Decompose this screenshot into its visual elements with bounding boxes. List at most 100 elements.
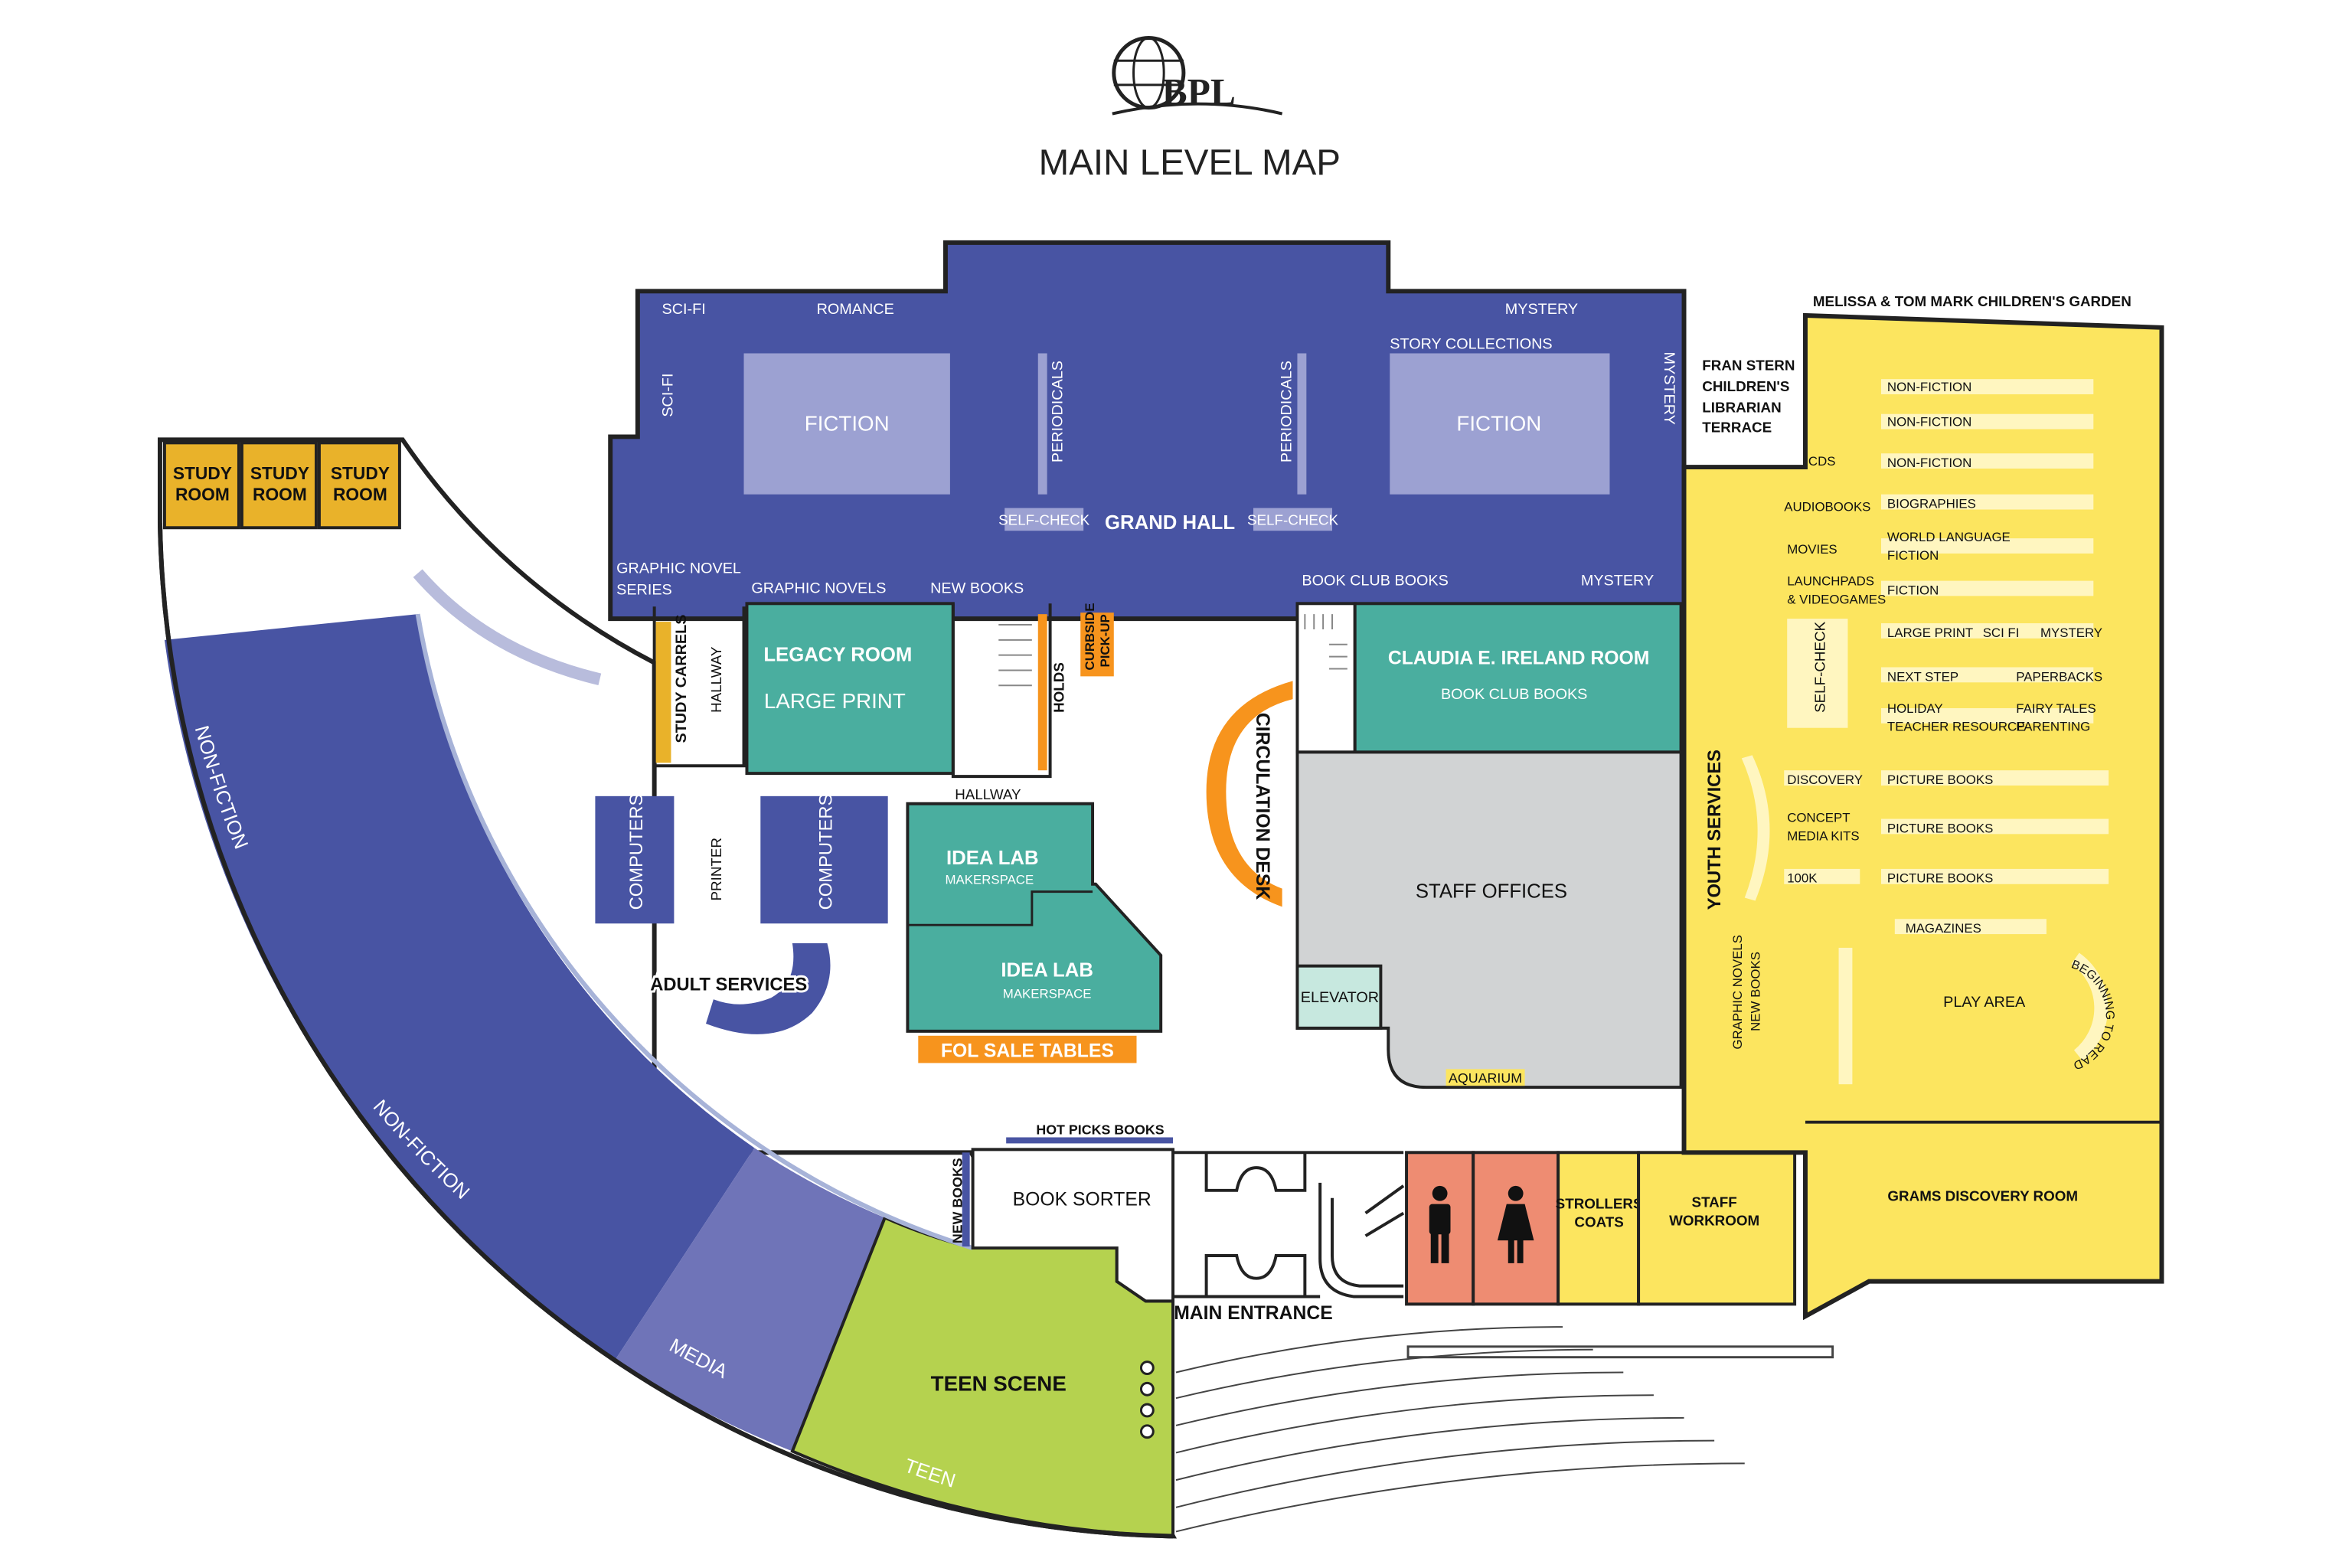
grand-hall (608, 240, 1687, 622)
large-print-label: LARGE PRINT (764, 689, 906, 713)
terrace-label-2: CHILDREN'S (1702, 378, 1789, 394)
elevator (1295, 964, 1383, 1030)
grams-discovery-label: GRAMS DISCOVERY ROOM (1887, 1188, 2078, 1204)
terrace-label-3: LIBRARIAN (1702, 400, 1781, 416)
youth-services-label: YOUTH SERVICES (1704, 750, 1725, 910)
teacher-resource-label: TEACHER RESOURCE (1887, 720, 2025, 734)
paperbacks-label: PAPERBACKS (2016, 669, 2102, 684)
stair-marks-left (998, 624, 1032, 687)
teen-scene-label: TEEN SCENE (931, 1371, 1067, 1395)
picture-books-label-1: PICTURE BOOKS (1887, 773, 1993, 787)
study-room-label: STUDY (331, 463, 390, 483)
launchpads-label: LAUNCHPADS (1787, 574, 1874, 589)
k100-label: 100K (1787, 871, 1818, 886)
periodicals-right-label: PERIODICALS (1279, 361, 1295, 462)
makerspace-top-label: MAKERSPACE (946, 873, 1034, 887)
mystery-side-label: MYSTERY (1661, 352, 1677, 425)
study-room (317, 441, 401, 530)
pickup-label: PICK-UP (1098, 614, 1112, 667)
idea-lab (906, 802, 1163, 1033)
curbside-label: CURBSIDE (1083, 603, 1097, 671)
coats-label: COATS (1574, 1214, 1623, 1230)
study-room-label: ROOM (175, 485, 230, 505)
parenting-label: PARENTING (2016, 720, 2090, 734)
curve-trim (415, 613, 974, 1250)
outer-curve (157, 523, 1174, 1539)
non-fiction-area (164, 614, 755, 1361)
computers-left-label: COMPUTERS (626, 794, 647, 910)
study-room-label: STUDY (173, 463, 232, 483)
story-collections-label: STORY COLLECTIONS (1390, 336, 1552, 353)
fiction-block-left (743, 353, 950, 495)
fairy-tales-label: FAIRY TALES (2016, 701, 2096, 716)
graphic-novel-series-label-2: SERIES (616, 581, 672, 598)
self-check-left-label: SELF-CHECK (998, 511, 1090, 528)
audiobooks-label: AUDIOBOOKS (1784, 499, 1870, 514)
circulation-desk (1206, 681, 1293, 907)
sci-fi-label-youth: SCI FI (1983, 626, 2020, 640)
fol-sale-tables-label: FOL SALE TABLES (941, 1041, 1114, 1062)
study-room (162, 441, 240, 530)
hallway-horizontal-label: HALLWAY (955, 786, 1021, 802)
women-icon (1497, 1185, 1534, 1263)
new-books-label-youth: NEW BOOKS (1749, 952, 1763, 1031)
adult-services-desk (705, 942, 831, 1034)
magazines-label: MAGAZINES (1906, 921, 1981, 936)
stair-marks-right (1304, 614, 1348, 670)
large-print-label-youth: LARGE PRINT (1887, 626, 1973, 640)
new-books-side-label: NEW BOOKS (950, 1158, 965, 1243)
grand-hall-label: GRAND HALL (1105, 512, 1235, 534)
windows-arc (413, 569, 602, 686)
idea-lab-bottom-label: IDEA LAB (1001, 960, 1093, 982)
carrels-room-outline (652, 606, 746, 768)
picture-books-label-3: PICTURE BOOKS (1887, 871, 1993, 886)
legacy-room-label: LEGACY ROOM (763, 645, 912, 666)
new-books-shelf (962, 1152, 970, 1247)
periodicals-shelf-left (1037, 353, 1047, 495)
aquarium (1446, 1069, 1525, 1086)
youth-services-desk (1741, 755, 1770, 901)
men-icon (1429, 1185, 1451, 1263)
nf1-label: NON-FICTION (1887, 380, 1971, 394)
nf2-label: NON-FICTION (1887, 415, 1971, 430)
cds-label: CDS (1808, 454, 1836, 469)
fol-sale-tables (918, 1035, 1137, 1063)
strollers-label: STROLLERS (1556, 1196, 1643, 1212)
holds-room-outline (951, 603, 1052, 779)
graphic-novels-label: GRAPHIC NOVELS (751, 580, 886, 596)
ireland-room (1353, 602, 1683, 754)
concept-media-label-2: MEDIA KITS (1787, 828, 1859, 843)
study-room-label: ROOM (333, 485, 387, 505)
beginning-to-read-arc (2071, 952, 2109, 1061)
world-language-label: WORLD LANGUAGE (1887, 530, 2011, 544)
book-sorter-room (971, 1148, 1175, 1303)
mystery-top-label: MYSTERY (1505, 301, 1578, 318)
staff-workroom (1637, 1151, 1797, 1306)
fiction-label: FICTION (1887, 583, 1939, 597)
graphic-novels-label-youth: GRAPHIC NOVELS (1730, 935, 1745, 1050)
circulation-desk-label: CIRCULATION DESK (1252, 713, 1272, 900)
romance-label: ROMANCE (817, 301, 894, 318)
hot-picks-shelf (1006, 1137, 1174, 1144)
ireland-room-label: CLAUDIA E. IRELAND ROOM (1388, 648, 1649, 669)
idea-lab-divider (907, 890, 1093, 926)
staff-workroom-label-2: WORKROOM (1669, 1212, 1759, 1228)
nf3-label: NON-FICTION (1887, 456, 1971, 470)
launchpads-label-2: & VIDEOGAMES (1787, 592, 1886, 606)
ireland-book-club-label: BOOK CLUB BOOKS (1441, 686, 1587, 703)
play-area-label: PLAY AREA (1943, 994, 2026, 1011)
stair-room (1295, 602, 1357, 754)
printer-label: PRINTER (708, 838, 724, 901)
staff-offices (1295, 750, 1683, 1089)
hallway-vertical-label: HALLWAY (708, 646, 724, 713)
fiction-right-label: FICTION (1456, 412, 1541, 436)
mystery-bottom-label: MYSTERY (1581, 573, 1654, 590)
computers-right (760, 795, 888, 924)
main-entrance-label: MAIN ENTRANCE (1174, 1303, 1333, 1324)
fiction-block-right (1390, 353, 1610, 495)
bpl-logo: BPL (1112, 36, 1283, 116)
aquarium-label: AQUARIUM (1449, 1070, 1522, 1086)
study-rooms: STUDY ROOM STUDY ROOM STUDY ROOM (162, 441, 401, 530)
staff-workroom-label: STAFF (1692, 1194, 1737, 1210)
